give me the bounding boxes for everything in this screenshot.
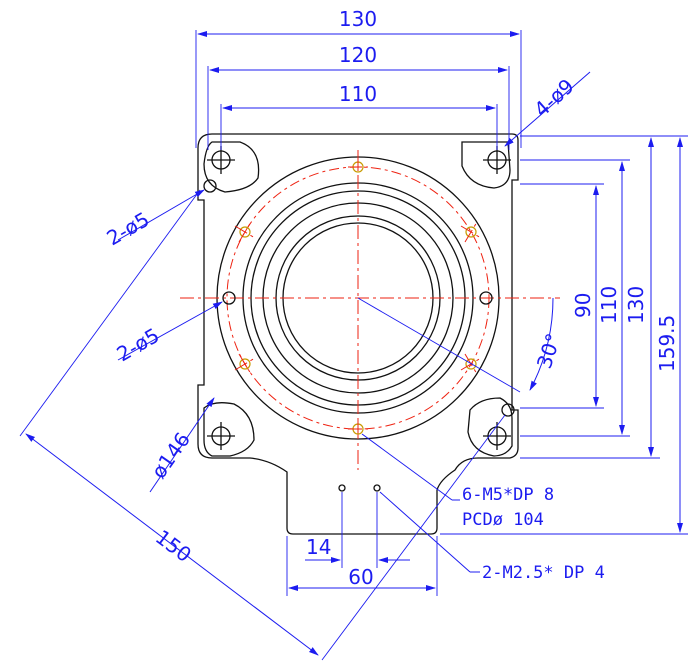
- note-2-holes-mid: 2-ø5: [113, 323, 164, 366]
- top-dimensions: [195, 30, 522, 150]
- tapped-hole: [239, 358, 251, 370]
- dim-angle-30: 30°: [532, 330, 566, 371]
- dim-height-110: 110: [597, 286, 621, 324]
- dim-diagonal-150: 150: [151, 525, 196, 567]
- diagonal-dimension: [19, 189, 506, 661]
- note-small-tapped: 2-M2.5* DP 4: [482, 563, 605, 583]
- dim-height-159: 159.5: [655, 315, 679, 372]
- dim-height-90: 90: [571, 293, 595, 318]
- note-pcd: PCDø 104: [462, 510, 544, 530]
- dim-width-120: 120: [339, 43, 377, 67]
- note-tapped-holes: 6-M5*DP 8: [462, 485, 554, 505]
- centerlines: [180, 150, 560, 470]
- tapped-holes-m5: [234, 157, 482, 439]
- dowel-holes: [203, 179, 515, 492]
- tapped-hole: [239, 226, 251, 238]
- tapped-hole: [465, 226, 477, 238]
- dim-bottom-14: 14: [306, 535, 331, 559]
- angle-dimension: [357, 297, 554, 393]
- right-dimensions: [440, 135, 688, 535]
- dim-bottom-60: 60: [348, 565, 373, 589]
- dim-width-110: 110: [339, 82, 377, 106]
- dim-height-130: 130: [624, 286, 648, 324]
- tapped-hole: [465, 358, 477, 370]
- note-2-holes-top: 2-ø5: [103, 207, 154, 250]
- dim-width-130: 130: [339, 7, 377, 31]
- note-4-holes: 4-ø9: [529, 74, 578, 122]
